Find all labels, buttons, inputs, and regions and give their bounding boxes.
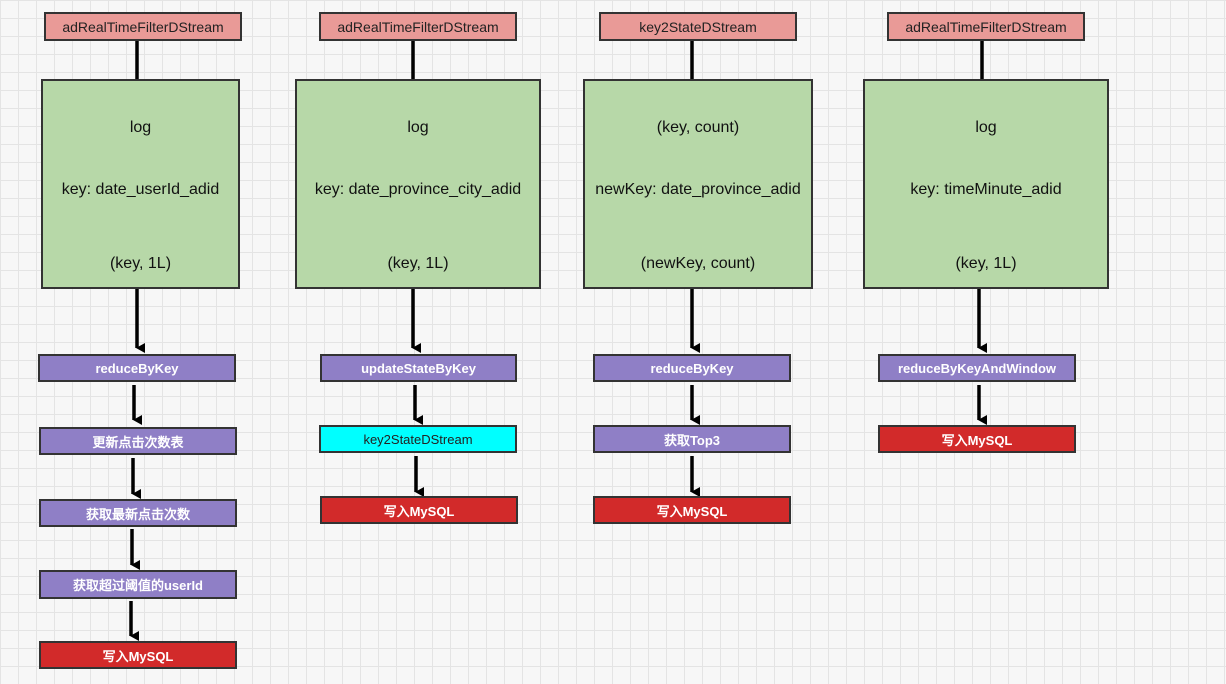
step-new-pair: (newKey, count) (640, 255, 756, 272)
step-key: key: date_province_city_adid (314, 181, 522, 198)
step-new-key: newKey: date_province_adid (595, 181, 801, 198)
sink-mysql-3: 写入MySQL (593, 496, 791, 524)
step-key: key: date_userId_adid (61, 181, 220, 198)
process-box-2: log key: date_province_city_adid (key, 1… (295, 79, 541, 289)
process-box-3: (key, count) newKey: date_province_adid … (583, 79, 813, 289)
sink-mysql-4: 写入MySQL (878, 425, 1076, 453)
op-reduce-by-key: reduceByKey (38, 354, 236, 382)
key2state-stream: key2StateDStream (319, 425, 517, 453)
source-stream-1: adRealTimeFilterDStream (44, 12, 242, 41)
source-stream-2: adRealTimeFilterDStream (319, 12, 517, 41)
op-update-click-table: 更新点击次数表 (39, 427, 237, 455)
process-box-4: log key: timeMinute_adid (key, 1L) (863, 79, 1109, 289)
step-key: key: timeMinute_adid (910, 181, 1062, 198)
op-get-latest-clicks: 获取最新点击次数 (39, 499, 237, 527)
step-pair: (key, 1L) (955, 255, 1017, 272)
source-stream-3: key2StateDStream (599, 12, 797, 41)
process-box-1: log key: date_userId_adid (key, 1L) (41, 79, 240, 289)
step-pair: (key, 1L) (109, 255, 172, 272)
sink-mysql-2: 写入MySQL (320, 496, 518, 524)
step-log: log (407, 119, 429, 136)
op-reduce-by-key-and-window: reduceByKeyAndWindow (878, 354, 1076, 382)
step-log: log (129, 119, 152, 136)
op-update-state-by-key: updateStateByKey (320, 354, 517, 382)
op-reduce-by-key: reduceByKey (593, 354, 791, 382)
step-log: log (975, 119, 997, 136)
op-get-over-threshold-userid: 获取超过阈值的userId (39, 570, 237, 599)
op-get-top3: 获取Top3 (593, 425, 791, 453)
sink-mysql-1: 写入MySQL (39, 641, 237, 669)
source-stream-4: adRealTimeFilterDStream (887, 12, 1085, 41)
step-pair: (key, count) (656, 119, 740, 136)
step-pair: (key, 1L) (387, 255, 449, 272)
